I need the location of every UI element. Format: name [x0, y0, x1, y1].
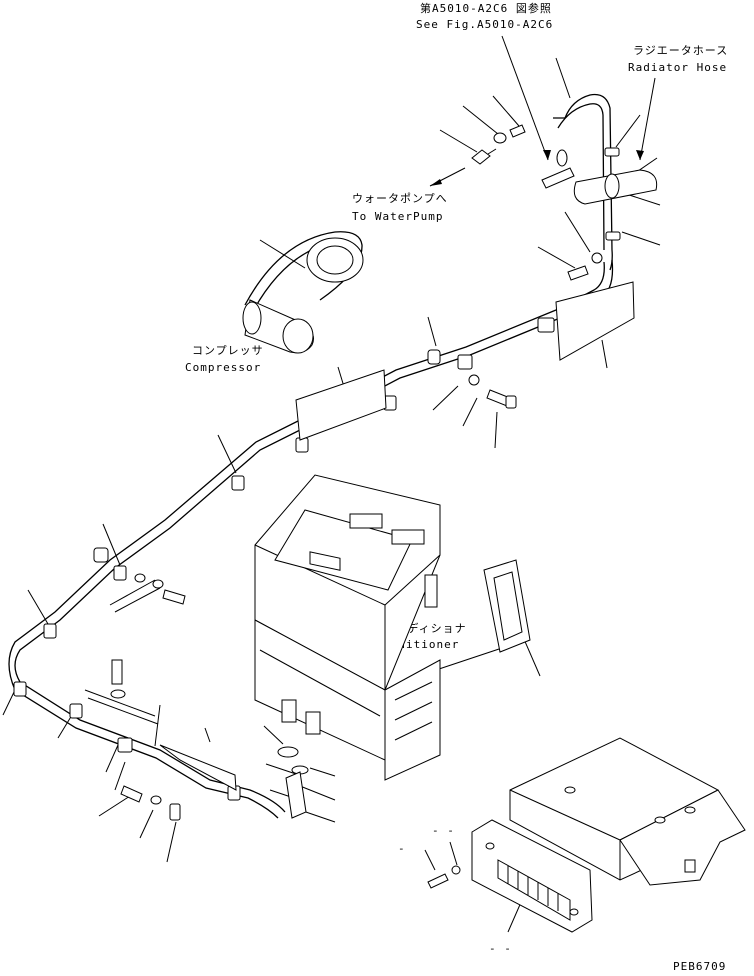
- part-number-placeholder: -: [398, 842, 406, 855]
- part-number-placeholder: - -: [432, 824, 455, 837]
- grille-cover: [427, 819, 593, 933]
- mounting-bracket: [509, 737, 746, 886]
- water-pump-label-en: To WaterPump: [352, 210, 443, 223]
- reference-label-jp: 第A5010-A2C6 図参照: [420, 1, 552, 15]
- part-number-placeholder: - -: [489, 942, 512, 955]
- brackets-and-bolts: [84, 281, 635, 821]
- compressor: [242, 231, 364, 354]
- water-pump-label-jp: ウォータポンプへ: [352, 192, 448, 205]
- drawing-code: PEB6709: [673, 960, 726, 973]
- compressor-label-jp: コンプレッサ: [192, 344, 264, 357]
- reference-label-en: See Fig.A5010-A2C6: [416, 18, 553, 31]
- filter-frame: [483, 559, 531, 653]
- compressor-label-en: Compressor: [185, 361, 261, 374]
- radiator-hose-label-jp: ラジエータホース: [633, 44, 728, 57]
- air-conditioner-unit: [254, 474, 441, 819]
- radiator-hose-assembly: [471, 93, 658, 281]
- radiator-hose-label-en: Radiator Hose: [628, 61, 727, 74]
